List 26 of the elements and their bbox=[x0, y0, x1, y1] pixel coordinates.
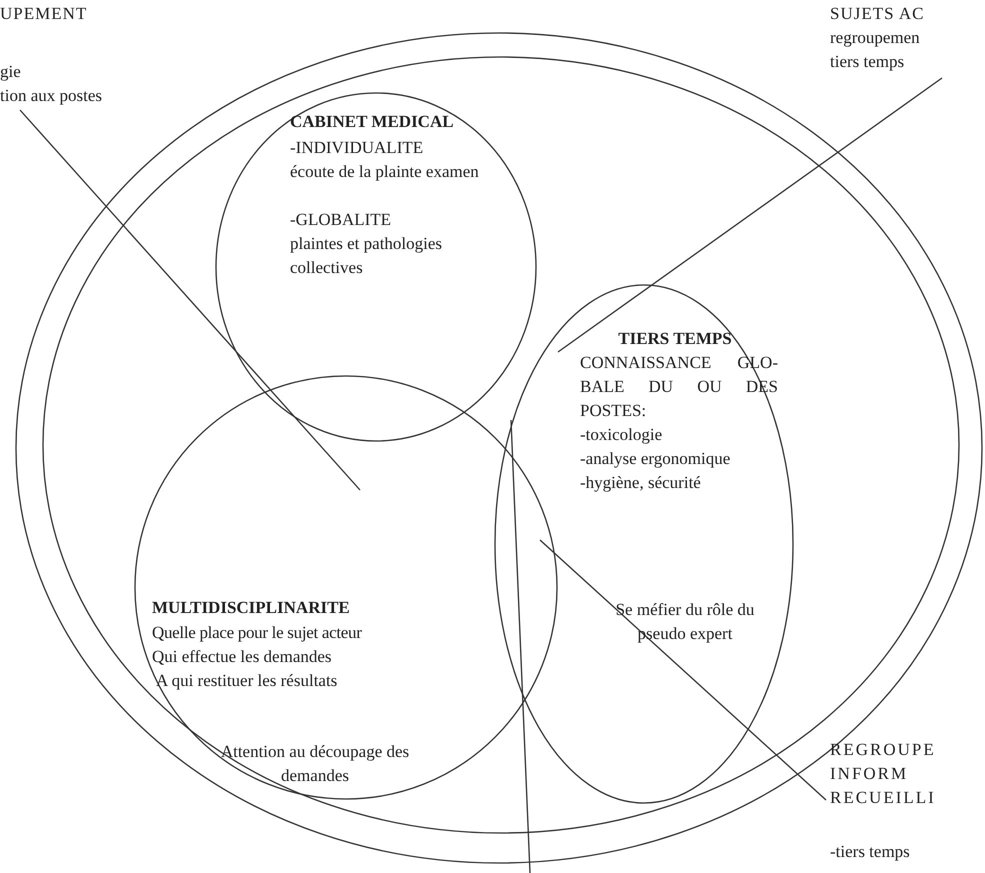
text: écoute de la plainte examen bbox=[290, 161, 480, 183]
text-line: tiers temps bbox=[830, 51, 906, 73]
leader-line bbox=[20, 110, 360, 490]
text-line: SUJETS AC bbox=[830, 3, 926, 25]
heading: TIERS TEMPS bbox=[617, 328, 733, 350]
leader-line bbox=[510, 420, 531, 873]
text-line: Qui effectue les demandes bbox=[152, 646, 333, 668]
text: plaintes et pathologies collectives bbox=[290, 233, 444, 279]
text-line: gie bbox=[0, 61, 22, 83]
heading: MULTIDISCIPLINARITE bbox=[152, 597, 351, 619]
text-line: -tiers temps bbox=[830, 841, 911, 863]
text-line: -toxicologie bbox=[580, 424, 664, 446]
heading: CABINET MEDICAL bbox=[290, 111, 455, 133]
text-line: -GLOBALITE bbox=[290, 209, 392, 231]
text-line: -hygiène, sécurité bbox=[580, 472, 702, 494]
leader-line bbox=[540, 540, 826, 800]
text: REGROUPE INFORM RECUEILLI bbox=[830, 739, 937, 809]
text-line: tion aux postes bbox=[0, 85, 103, 107]
text-line: Quelle place pour le sujet acteur bbox=[152, 622, 363, 644]
text-line: A qui restituer les résultats bbox=[156, 670, 338, 692]
text-line: regroupemen bbox=[830, 27, 921, 49]
text: Attention au découpage des demandes bbox=[220, 741, 410, 787]
text-line: UPEMENT bbox=[0, 3, 88, 25]
text-line: -analyse ergonomique bbox=[580, 448, 732, 470]
text-line: -INDIVIDUALITE bbox=[290, 137, 424, 159]
leader-line bbox=[558, 77, 942, 353]
